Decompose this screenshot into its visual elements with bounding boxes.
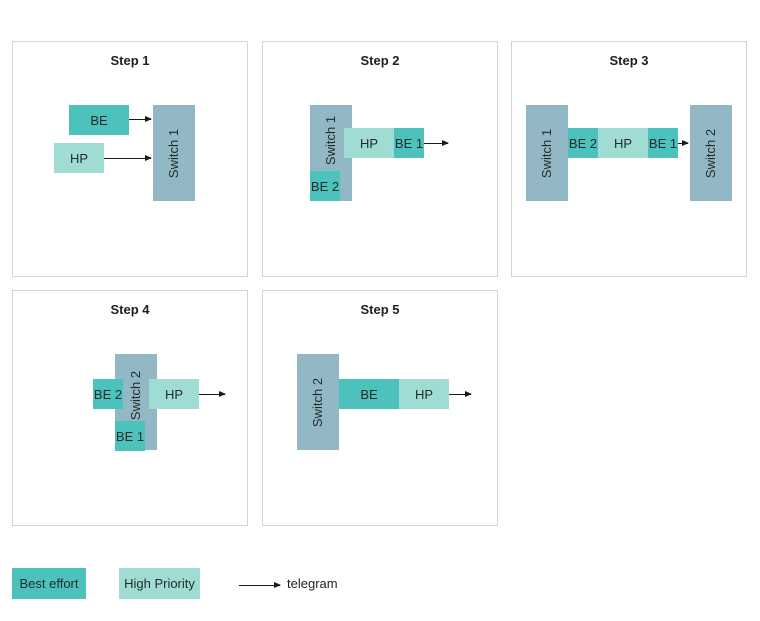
high-priority-frame: HP xyxy=(344,128,394,158)
step-title: Step 1 xyxy=(110,53,150,68)
best-effort-frame-be2: BE 2 xyxy=(310,171,340,201)
telegram-arrow xyxy=(424,140,449,146)
legend-telegram-arrow xyxy=(239,582,281,588)
telegram-arrow xyxy=(129,116,152,122)
best-effort-frame-be2: BE 2 xyxy=(568,128,598,158)
best-effort-frame-be1: BE 1 xyxy=(394,128,424,158)
step-title: Step 2 xyxy=(360,53,400,68)
step-1-panel: Step 1 BE HP Switch 1 xyxy=(12,41,248,277)
best-effort-frame: BE xyxy=(69,105,129,135)
high-priority-frame: HP xyxy=(54,143,104,173)
high-priority-frame: HP xyxy=(149,379,199,409)
step-4-panel: Step 4 Switch 2 BE 2 HP BE 1 xyxy=(12,290,248,526)
legend-telegram-label: telegram xyxy=(287,576,338,591)
telegram-arrow xyxy=(449,391,472,397)
high-priority-frame: HP xyxy=(598,128,648,158)
high-priority-frame: HP xyxy=(399,379,449,409)
switch-1: Switch 1 xyxy=(153,105,195,201)
switch-1: Switch 1 xyxy=(526,105,568,201)
telegram-arrow xyxy=(678,140,689,146)
telegram-arrow xyxy=(199,391,226,397)
step-5-panel: Step 5 Switch 2 BE HP xyxy=(262,290,498,526)
step-3-panel: Step 3 Switch 1 BE 2 HP BE 1 Switch 2 xyxy=(511,41,747,277)
legend-best-effort: Best effort xyxy=(12,568,86,599)
telegram-arrow xyxy=(104,155,152,161)
switch-2: Switch 2 xyxy=(690,105,732,201)
step-title: Step 5 xyxy=(360,302,400,317)
best-effort-frame-be2: BE 2 xyxy=(93,379,123,409)
step-title: Step 3 xyxy=(609,53,649,68)
step-2-panel: Step 2 Switch 1 BE 2 HP BE 1 xyxy=(262,41,498,277)
legend-high-priority: High Priority xyxy=(119,568,200,599)
best-effort-frame: BE xyxy=(339,379,399,409)
step-title: Step 4 xyxy=(110,302,150,317)
switch-2: Switch 2 xyxy=(297,354,339,450)
best-effort-frame-be1: BE 1 xyxy=(648,128,678,158)
best-effort-frame-be1: BE 1 xyxy=(115,421,145,451)
